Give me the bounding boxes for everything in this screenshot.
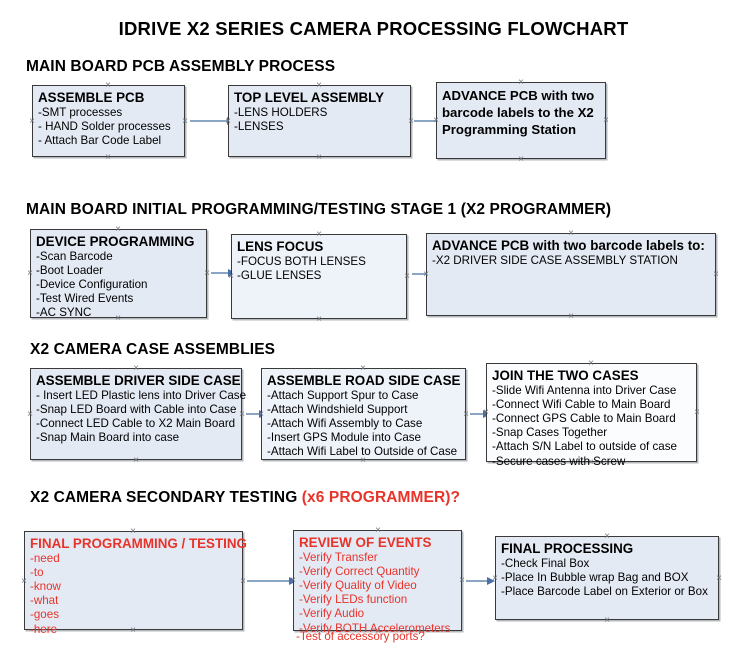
node-line: -need (30, 551, 60, 565)
connector-arrow (470, 409, 491, 418)
node-line: -Boot Loader (36, 263, 104, 277)
node-line: -goes (30, 608, 60, 622)
node-final-processing[interactable]: FINAL PROCESSING -Check Final Box -Place… (495, 536, 719, 620)
connector-arrow (466, 576, 495, 585)
node-title: REVIEW OF EVENTS (299, 535, 432, 550)
connector-arrow (246, 409, 267, 418)
node-line: -GLUE LENSES (237, 268, 322, 282)
node-line: -X2 DRIVER SIDE CASE ASSEMBLY STATION (432, 253, 678, 267)
node-line: -Place Barcode Label on Exterior or Box (501, 584, 708, 598)
node-title: ASSEMBLE PCB (38, 90, 145, 105)
node-line: -Attach Wifi Assembly to Case (267, 416, 423, 430)
node-line: -Verify Audio (299, 607, 365, 621)
node-title: ADVANCE PCB with two barcode labels to t… (442, 88, 595, 137)
node-line: -Snap Main Board into case (36, 431, 180, 445)
node-line: -Verify Transfer (299, 550, 378, 564)
node-advance-pcb-driver-side[interactable]: ADVANCE PCB with two barcode labels to: … (426, 233, 716, 316)
node-title: FINAL PROGRAMMING / TESTING (30, 536, 247, 551)
node-join-the-two-cases[interactable]: JOIN THE TWO CASES -Slide Wifi Antenna i… (486, 363, 697, 468)
node-line: -FOCUS BOTH LENSES (237, 254, 366, 268)
node-title: LENS FOCUS (237, 239, 324, 254)
node-line: -Connect GPS Cable to Main Board (492, 411, 676, 425)
node-line: -Verify Correct Quantity (299, 564, 420, 578)
node-line: -Secure cases with Screw (492, 454, 626, 468)
page-title: IDRIVE X2 SERIES CAMERA PROCESSING FLOWC… (118, 18, 629, 39)
node-advance-pcb-x2-station[interactable]: ADVANCE PCB with two barcode labels to t… (436, 82, 606, 159)
node-assemble-road-side-case[interactable]: ASSEMBLE ROAD SIDE CASE -Attach Support … (261, 368, 466, 460)
node-line: -Connect LED Cable to X2 Main Board (36, 416, 236, 430)
node-line: -Check Final Box (501, 556, 590, 570)
node-line: -to (30, 565, 44, 579)
section-heading-4-main: X2 CAMERA SECONDARY TESTING (30, 489, 302, 506)
connector-arrow (211, 268, 236, 277)
node-line: -Snap Cases Together (492, 426, 608, 440)
node-line: -Place In Bubble wrap Bag and BOX (501, 570, 689, 584)
node-title: JOIN THE TWO CASES (492, 368, 639, 383)
node-line: -here (30, 622, 58, 636)
section-heading-4-accent: (x6 PROGRAMMER)? (301, 489, 461, 506)
node-line: -Attach S/N Label to outside of case (492, 440, 677, 454)
node-line: -Attach Wifi Label to Outside of Case (267, 445, 458, 459)
node-line: - Attach Bar Code Label (38, 133, 162, 147)
node-line: -Verify Quality of Video (299, 578, 417, 592)
node-line: -Verify LEDs function (299, 593, 408, 607)
connector-arrow (190, 116, 235, 125)
connector-arrow (247, 576, 297, 585)
node-review-of-events[interactable]: REVIEW OF EVENTS -Verify Transfer -Verif… (293, 530, 462, 635)
node-line: -Connect Wifi Cable to Main Board (492, 397, 671, 411)
section-heading-3: X2 CAMERA CASE ASSEMBLIES (30, 341, 276, 358)
node-line: -AC SYNC (36, 306, 92, 320)
node-line: -Device Configuration (36, 277, 148, 291)
node-title: ASSEMBLE DRIVER SIDE CASE (36, 373, 241, 388)
node-title: FINAL PROCESSING (501, 541, 634, 556)
node-device-programming[interactable]: DEVICE PROGRAMMING -Scan Barcode -Boot L… (30, 229, 207, 320)
node-line: -Attach Windshield Support (267, 402, 408, 416)
node-line: -Slide Wifi Antenna into Driver Case (492, 383, 677, 397)
node-line: -SMT processes (38, 105, 123, 119)
node-line: - Insert LED Plastic lens into Driver Ca… (36, 388, 247, 402)
node-line: -LENSES (234, 119, 284, 133)
node-assemble-pcb[interactable]: ASSEMBLE PCB -SMT processes - HAND Solde… (32, 85, 185, 157)
node-final-programming-testing[interactable]: FINAL PROGRAMMING / TESTING -need -to -k… (24, 531, 247, 636)
node-assemble-driver-side-case[interactable]: ASSEMBLE DRIVER SIDE CASE - Insert LED P… (30, 368, 247, 460)
node-line: -Snap LED Board with Cable into Case (36, 402, 237, 416)
node-line: -Insert GPS Module into Case (267, 431, 422, 445)
node-line: -know (30, 579, 61, 593)
node-line: -Test Wired Events (36, 292, 134, 306)
node-line: -Verify BOTH Accelerometers (299, 621, 451, 635)
node-line: -LENS HOLDERS (234, 105, 328, 119)
section-heading-1: MAIN BOARD PCB ASSEMBLY PROCESS (26, 58, 336, 75)
node-title: ADVANCE PCB with two barcode labels to: (432, 238, 705, 253)
node-title: TOP LEVEL ASSEMBLY (234, 90, 385, 105)
node-top-level-assembly[interactable]: TOP LEVEL ASSEMBLY -LENS HOLDERS -LENSES (228, 85, 411, 157)
node-line: -Scan Barcode (36, 249, 113, 263)
node-line: -what (30, 594, 59, 608)
node-lens-focus[interactable]: LENS FOCUS -FOCUS BOTH LENSES -GLUE LENS… (231, 234, 407, 319)
node-line: - HAND Solder processes (38, 119, 171, 133)
node-line: -Attach Support Spur to Case (267, 388, 419, 402)
node-title: ASSEMBLE ROAD SIDE CASE (267, 373, 461, 388)
section-heading-4: X2 CAMERA SECONDARY TESTING (x6 PROGRAMM… (30, 489, 460, 507)
section-heading-2: MAIN BOARD INITIAL PROGRAMMING/TESTING S… (26, 201, 612, 218)
node-overflow-line: -Test of accessory ports? (296, 630, 425, 643)
node-title: DEVICE PROGRAMMING (36, 234, 195, 249)
